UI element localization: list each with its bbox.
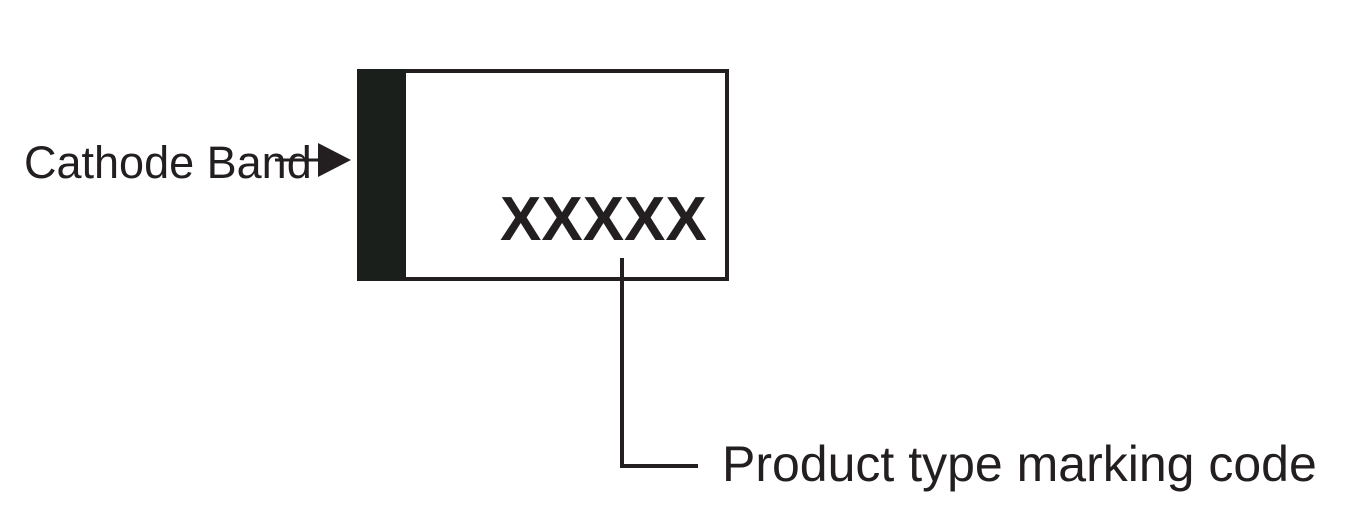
- cathode-band-label: Cathode Band: [24, 137, 312, 188]
- product-code-label: Product type marking code: [722, 436, 1317, 492]
- cathode-arrow-head: [318, 143, 351, 177]
- marking-code: XXXXX: [500, 185, 707, 254]
- cathode-band: [357, 69, 406, 281]
- component-body: [357, 69, 729, 281]
- leader-line: [620, 258, 698, 468]
